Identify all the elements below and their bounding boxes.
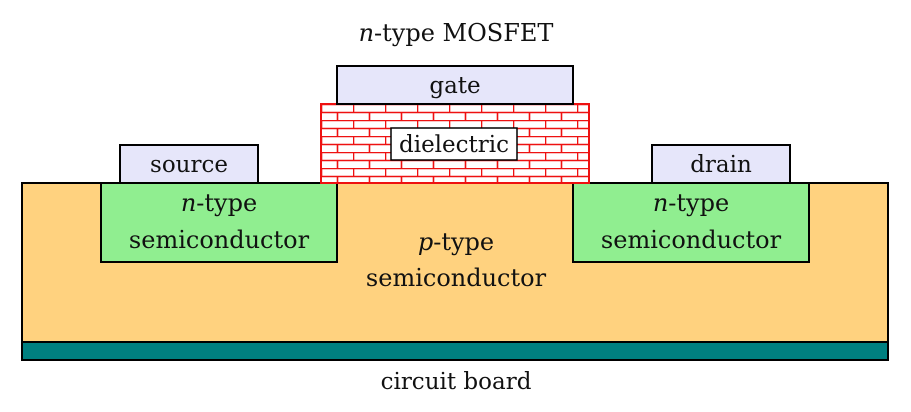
dielectric-label-box — [390, 127, 518, 161]
circuit-board — [21, 341, 889, 361]
gate-contact — [336, 65, 574, 105]
drain-region-label-line2: semiconductor — [601, 226, 782, 254]
circuit-board-label: circuit board — [381, 369, 532, 395]
dielectric-label: dielectric — [399, 132, 509, 158]
n-type-source-region — [100, 182, 338, 263]
drain-region-label: n-type — [653, 189, 729, 217]
drain-contact — [651, 144, 791, 184]
source-label: source — [150, 152, 228, 178]
p-type-label-line2: semiconductor — [366, 264, 547, 292]
diagram-title: n-type MOSFET — [359, 19, 554, 47]
p-type-label: p-type — [418, 228, 494, 256]
source-contact — [119, 144, 259, 184]
source-region-label-line2: semiconductor — [129, 226, 310, 254]
drain-label: drain — [690, 152, 752, 178]
source-region-label: n-type — [181, 189, 257, 217]
gate-label: gate — [429, 73, 480, 99]
